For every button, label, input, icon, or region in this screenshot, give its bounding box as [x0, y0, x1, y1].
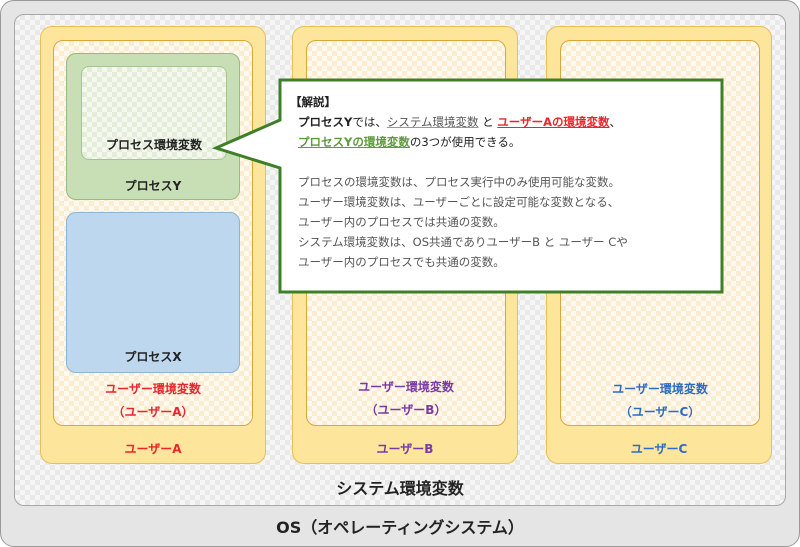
callout-comma: 、 — [609, 115, 621, 129]
callout-para-2: ユーザー環境変数は、ユーザーごとに設定可能な変数となる、 — [298, 195, 620, 209]
user-b-env-label: ユーザー環境変数 — [358, 380, 454, 394]
process-env-label-wrap: プロセス環境変数 — [81, 136, 227, 153]
process-y-label-wrap: プロセスY — [66, 177, 240, 194]
callout-dewa: では、 — [352, 115, 387, 129]
user-a-env-sub: （ユーザーA） — [112, 405, 194, 419]
system-env-label: システム環境変数 — [336, 479, 464, 498]
callout-text: 【解説】 プロセスYでは、システム環境変数 と ユーザーAの環境変数、 プロセス… — [290, 92, 700, 282]
callout-para-5: ユーザー内のプロセスでも共通の変数。 — [298, 255, 505, 269]
user-c-name: ユーザーC — [630, 442, 688, 456]
callout-line-1: プロセスYでは、システム環境変数 と ユーザーAの環境変数、 — [290, 112, 700, 132]
process-y-label: プロセスY — [124, 179, 182, 193]
process-y-env-box — [81, 66, 227, 160]
callout-three-usable: の3つが使用できる。 — [409, 135, 521, 149]
callout-process-y: プロセスY — [298, 115, 353, 129]
user-b-env-label-wrap: ユーザー環境変数 （ユーザーB） — [306, 378, 506, 418]
callout-user-a-env: ユーザーAの環境変数 — [497, 115, 610, 129]
os-label: OS（オペレーティングシステム） — [276, 518, 524, 537]
user-b-name: ユーザーB — [376, 442, 434, 456]
callout-spacer — [290, 152, 700, 172]
process-x-label: プロセスX — [124, 350, 182, 364]
callout-para-1: プロセスの環境変数は、プロセス実行中のみ使用可能な変数。 — [298, 175, 620, 189]
user-c-env-label: ユーザー環境変数 — [612, 382, 708, 396]
callout-process-y-env: プロセスYの環境変数 — [298, 135, 410, 149]
callout-para-4: システム環境変数は、OS共通でありユーザーB と ユーザー Cや — [298, 235, 628, 249]
callout-system-env: システム環境変数 — [386, 115, 479, 129]
user-c-env-label-wrap: ユーザー環境変数 （ユーザーC） — [560, 380, 760, 420]
process-env-label: プロセス環境変数 — [105, 138, 202, 152]
user-b-env-sub: （ユーザーB） — [365, 403, 447, 417]
user-a-name-wrap: ユーザーA — [40, 440, 266, 457]
system-env-label-wrap: システム環境変数 — [14, 475, 786, 499]
process-x-box — [66, 212, 240, 373]
user-a-name: ユーザーA — [124, 442, 182, 456]
callout-to: と — [478, 115, 498, 129]
callout-title: 【解説】 — [290, 95, 336, 109]
user-a-env-label-wrap: ユーザー環境変数 （ユーザーA） — [53, 380, 253, 420]
user-c-env-sub: （ユーザーC） — [619, 405, 701, 419]
callout-para-3: ユーザー内のプロセスでは共通の変数。 — [298, 215, 505, 229]
user-a-env-label: ユーザー環境変数 — [105, 382, 201, 396]
os-label-wrap: OS（オペレーティングシステム） — [0, 514, 800, 538]
process-x-label-wrap: プロセスX — [66, 348, 240, 365]
callout-line-2: プロセスYの環境変数の3つが使用できる。 — [290, 132, 700, 152]
user-b-name-wrap: ユーザーB — [292, 440, 518, 457]
user-c-name-wrap: ユーザーC — [546, 440, 772, 457]
